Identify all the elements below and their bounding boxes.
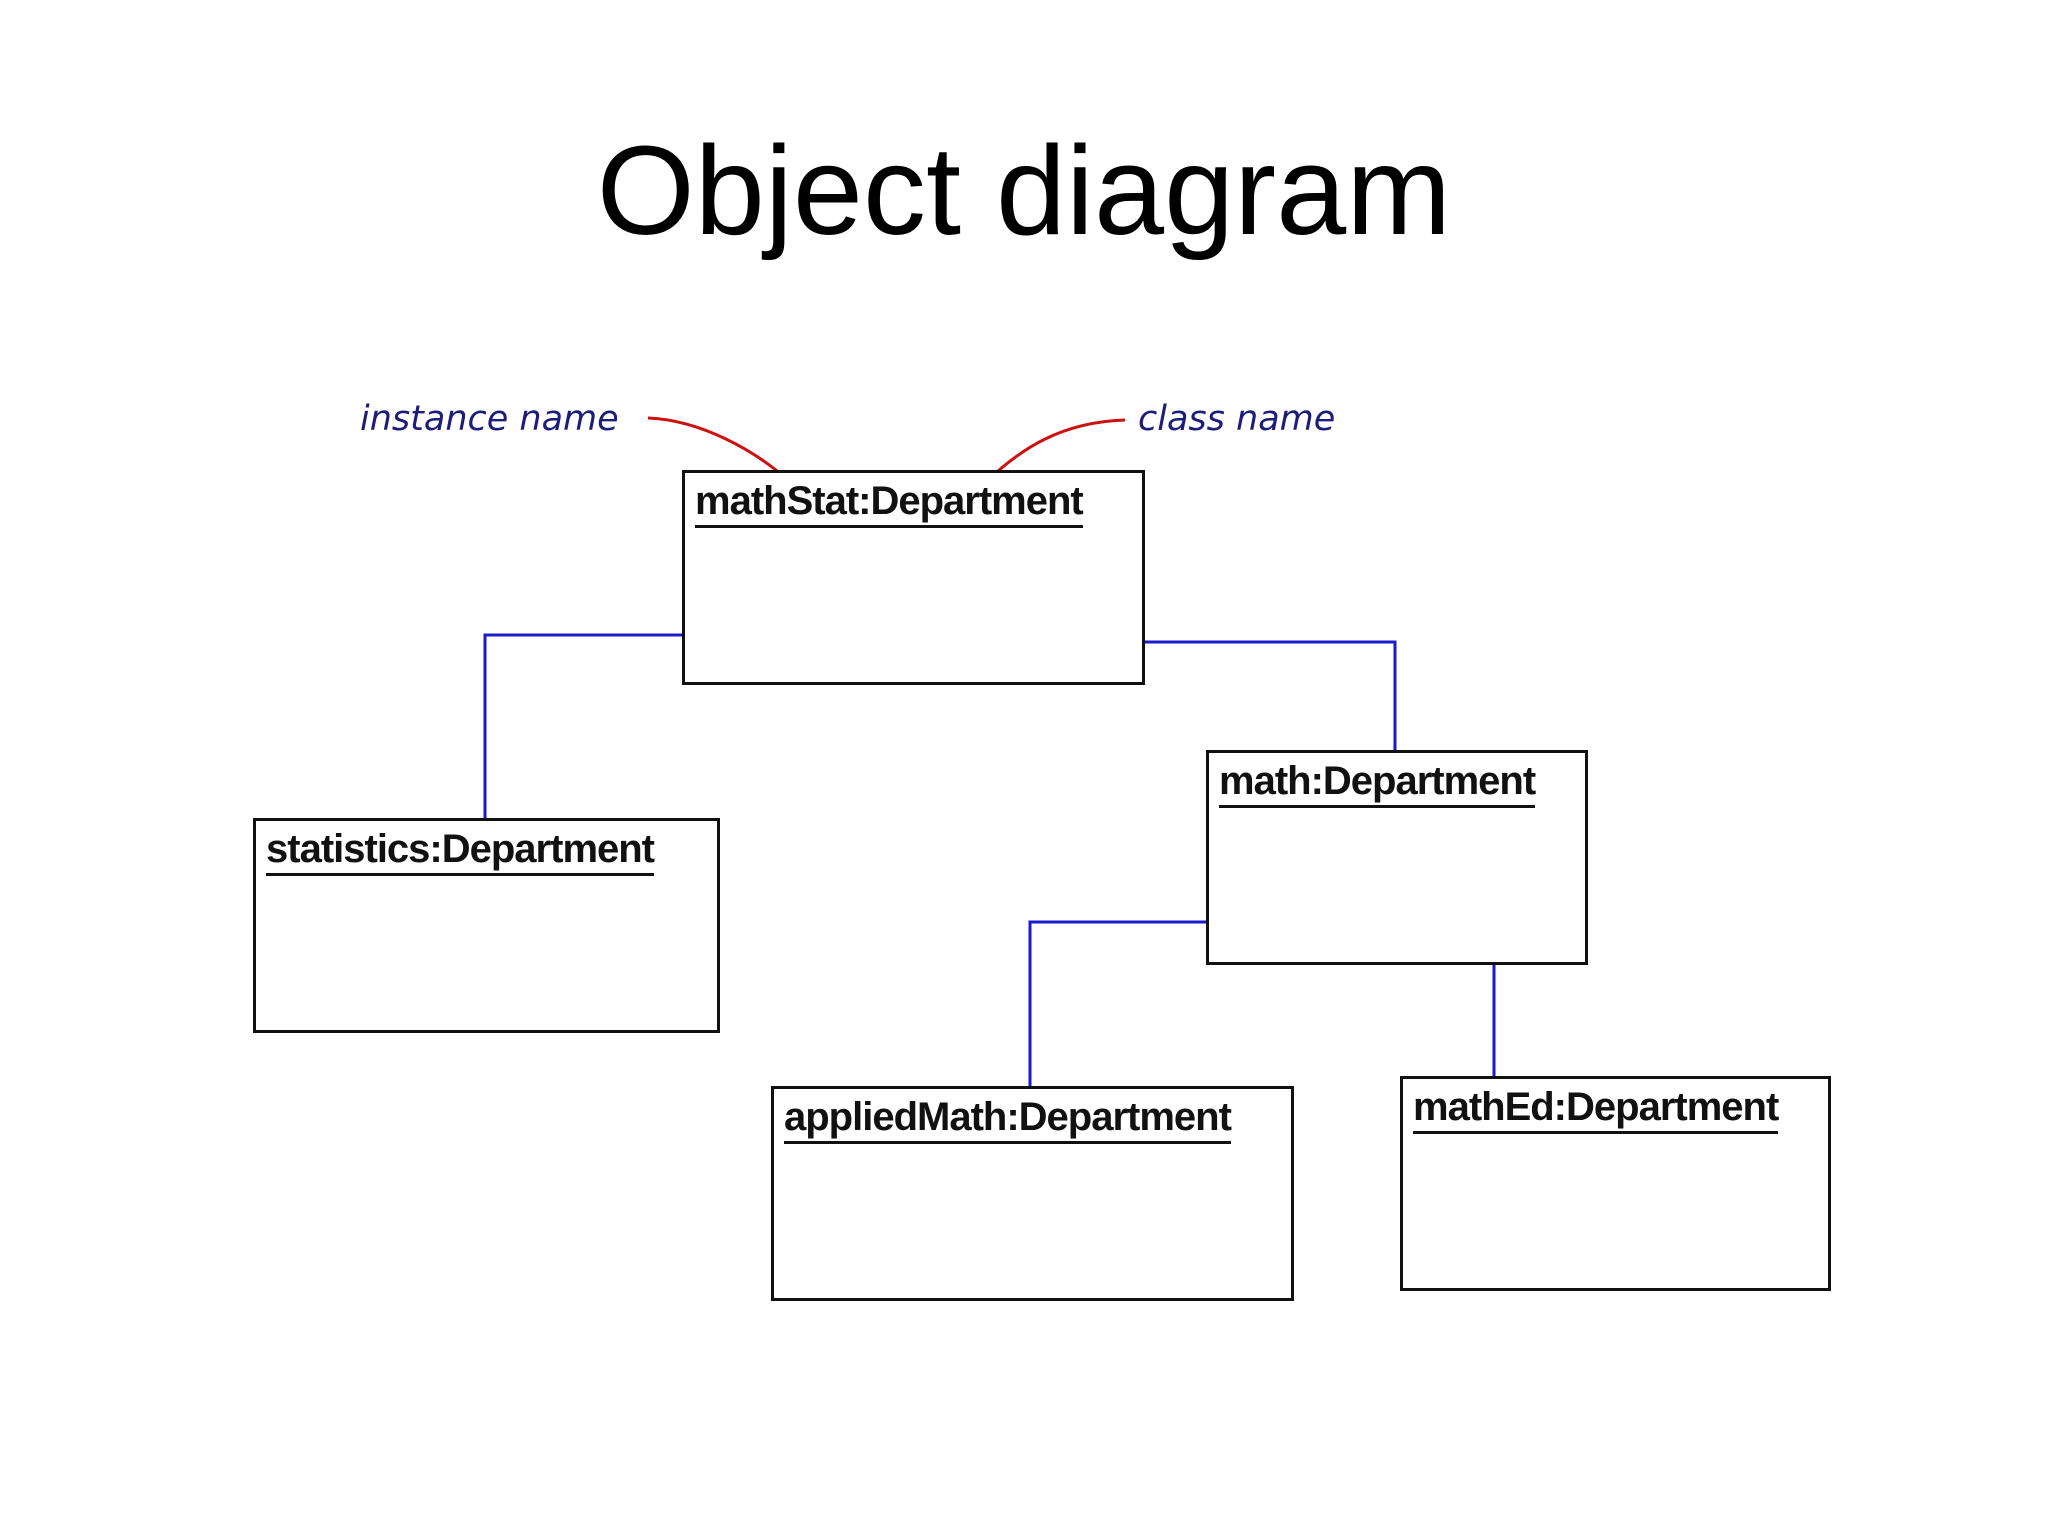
object-box-mathstat[interactable]: mathStat:Department bbox=[682, 470, 1145, 685]
object-label-mathstat: mathStat:Department bbox=[695, 479, 1084, 528]
class-name-annotation: class name bbox=[1138, 399, 1336, 439]
object-label-appliedmath: appliedMath:Department bbox=[784, 1095, 1232, 1144]
slide-title: Object diagram bbox=[596, 120, 1452, 261]
link-math-appliedmath bbox=[1028, 920, 1207, 1087]
link-mathstat-statistics bbox=[483, 633, 683, 818]
object-label-math: math:Department bbox=[1219, 759, 1536, 808]
object-box-mathed[interactable]: mathEd:Department bbox=[1400, 1076, 1831, 1291]
link-mathstat-math bbox=[1144, 640, 1397, 751]
class-name-arrow bbox=[986, 418, 1126, 482]
object-label-statistics: statistics:Department bbox=[266, 827, 655, 876]
object-label-mathed: mathEd:Department bbox=[1413, 1085, 1779, 1134]
object-box-math[interactable]: math:Department bbox=[1206, 750, 1588, 965]
instance-name-annotation: instance name bbox=[360, 399, 619, 439]
object-box-appliedmath[interactable]: appliedMath:Department bbox=[771, 1086, 1294, 1301]
object-box-statistics[interactable]: statistics:Department bbox=[253, 818, 720, 1033]
